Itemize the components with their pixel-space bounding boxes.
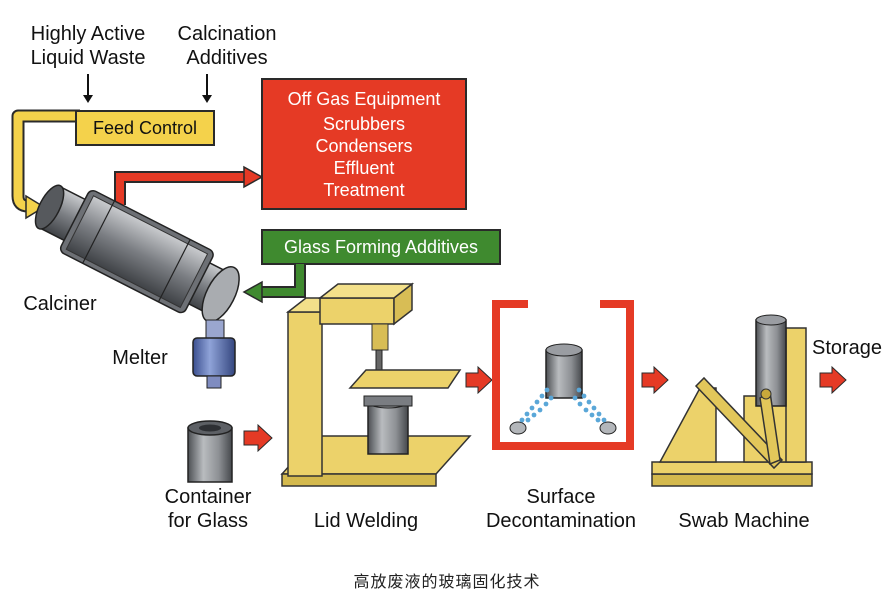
melter-label: Melter bbox=[112, 347, 168, 369]
lid-welding-label: Lid Welding bbox=[314, 510, 418, 532]
feed-control-label: Feed Control bbox=[93, 118, 197, 138]
container-label-1: Container bbox=[165, 486, 252, 508]
input-waste-label-1: Highly Active bbox=[31, 23, 146, 45]
swab-machine-label: Swab Machine bbox=[678, 510, 809, 532]
surface-decon-label-2: Decontamination bbox=[486, 510, 636, 532]
input-waste-label-2: Liquid Waste bbox=[31, 47, 146, 69]
process-arrow-icon bbox=[243, 423, 273, 453]
input-additives-label-1: Calcination bbox=[178, 23, 277, 45]
calciner-drum bbox=[34, 184, 240, 323]
container-label-2: for Glass bbox=[168, 510, 248, 532]
off-gas-item: Effluent bbox=[334, 158, 395, 178]
input-additives-label-2: Additives bbox=[186, 47, 267, 69]
lid-welding-machine bbox=[280, 282, 472, 487]
process-arrow-icon bbox=[465, 365, 493, 395]
feed-control-box bbox=[75, 110, 215, 146]
glass-container bbox=[187, 420, 233, 483]
off-gas-item: Scrubbers bbox=[323, 114, 405, 134]
process-arrow-icon bbox=[641, 365, 669, 395]
off-gas-equipment-box bbox=[261, 78, 467, 210]
down-arrow-icon bbox=[202, 74, 212, 103]
surface-decon-label-1: Surface bbox=[527, 486, 596, 508]
storage-arrow-icon bbox=[819, 365, 847, 395]
off-gas-item: Treatment bbox=[323, 180, 404, 200]
calciner-label: Calciner bbox=[23, 293, 97, 315]
glass-forming-label: Glass Forming Additives bbox=[284, 237, 478, 257]
glass-forming-box bbox=[261, 229, 501, 265]
surface-decontamination-chamber bbox=[492, 300, 634, 450]
storage-label: Storage bbox=[812, 337, 882, 359]
glass-additives-flow-arrow bbox=[260, 264, 306, 298]
melter-unit bbox=[192, 319, 236, 389]
vitrification-flow-diagram: Highly Active Liquid Waste Calcination A… bbox=[11, 23, 882, 532]
off-gas-flow-arrow bbox=[114, 171, 246, 205]
off-gas-item: Condensers bbox=[315, 136, 412, 156]
down-arrow-icon bbox=[83, 74, 93, 103]
off-gas-title: Off Gas Equipment bbox=[288, 89, 441, 109]
figure-caption: 高放废液的玻璃固化技术 bbox=[353, 572, 541, 591]
swab-machine bbox=[651, 314, 813, 487]
